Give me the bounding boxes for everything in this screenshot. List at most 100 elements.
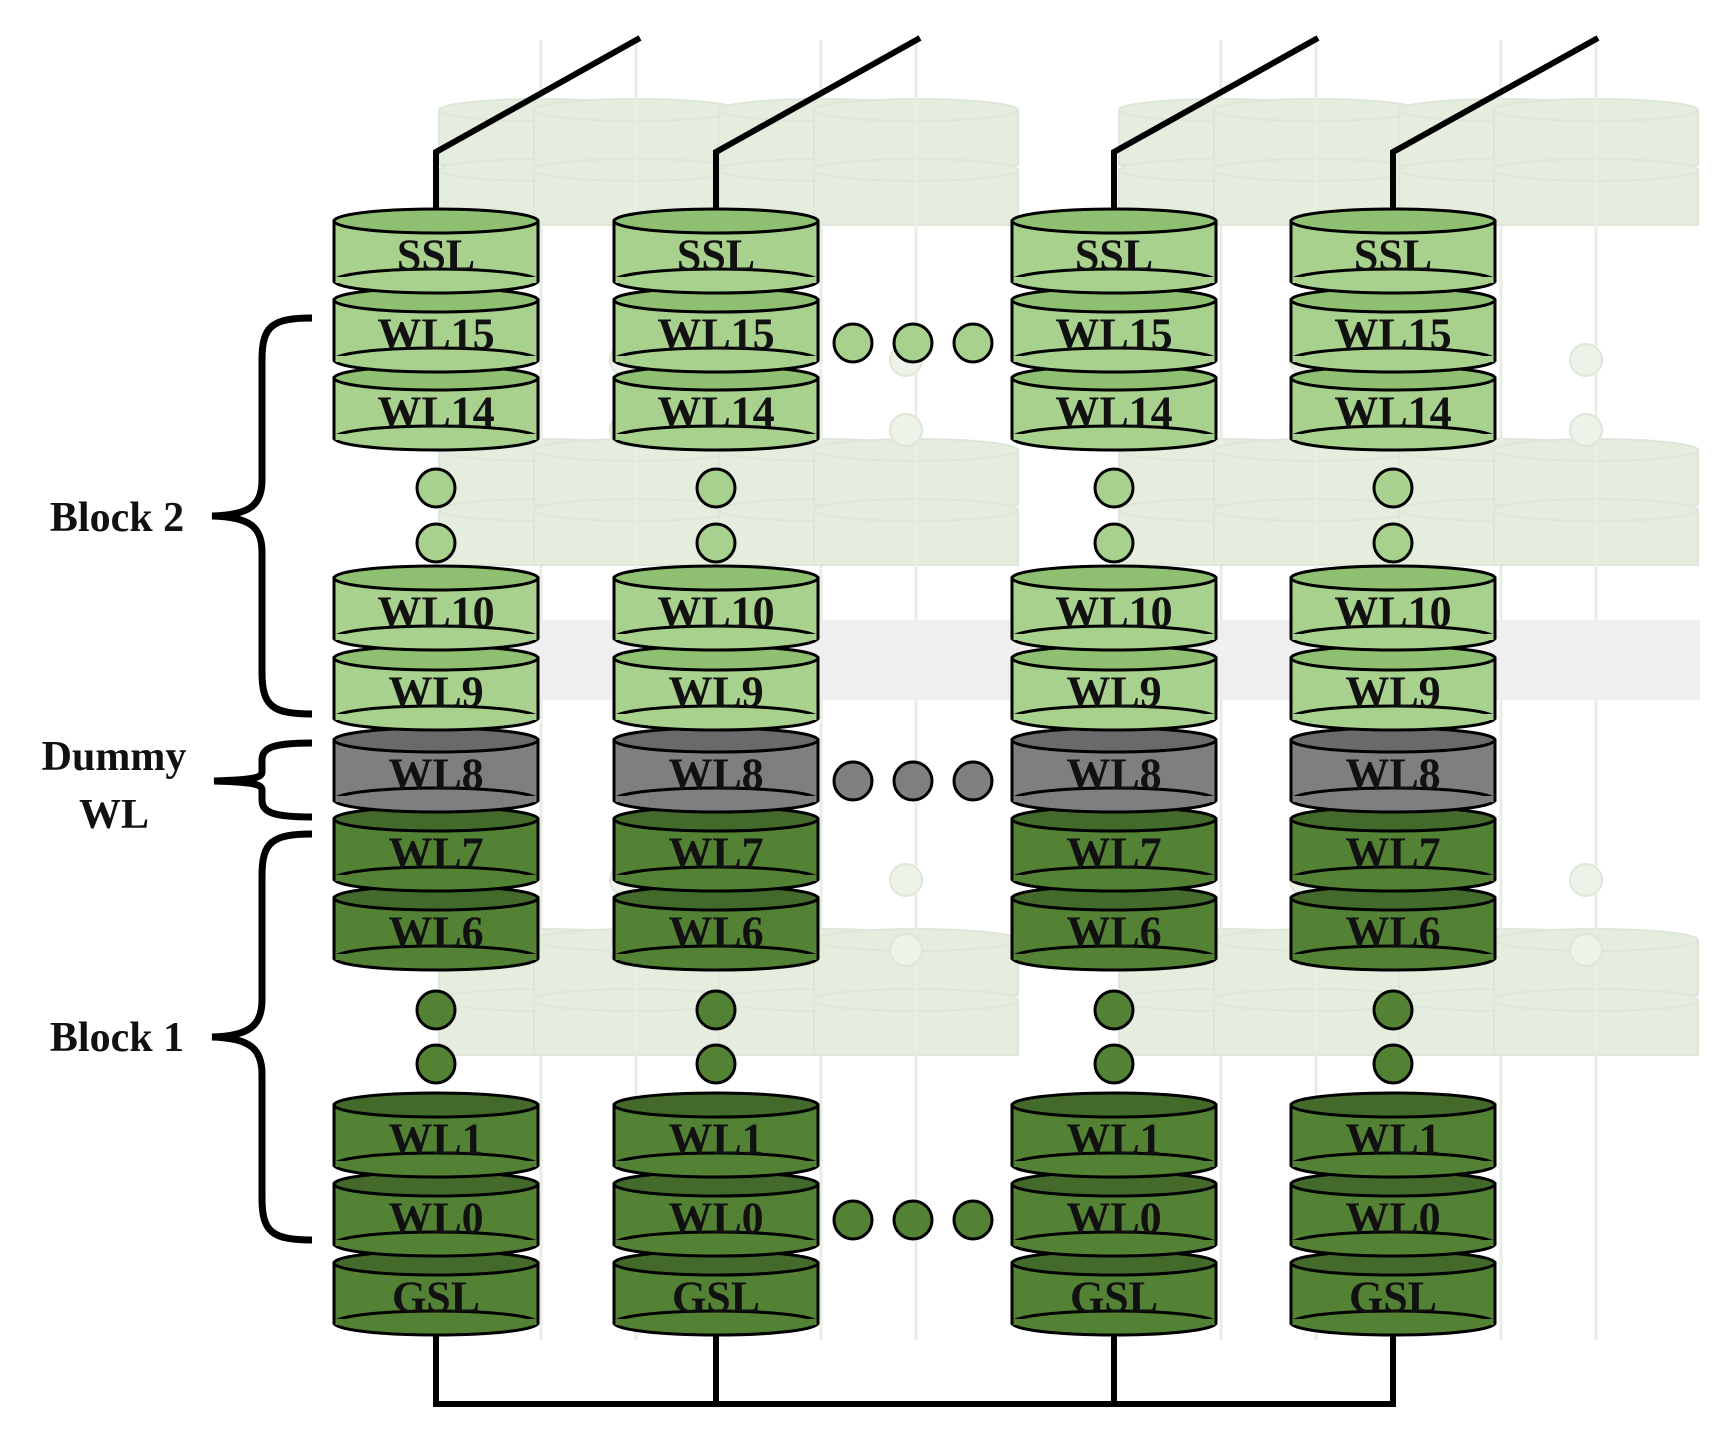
cell-wl14: WL14 (612, 364, 820, 452)
cell-label-wl15: WL15 (657, 310, 774, 359)
ghost-dot (889, 933, 923, 967)
cell-wl7: WL7 (1289, 805, 1497, 893)
vertical-ellipsis-dot (1372, 467, 1414, 509)
cell-label-wl8: WL8 (388, 750, 483, 799)
cell-wl8: WL8 (1289, 726, 1497, 814)
ghost-dot (889, 863, 923, 897)
cell-wl10: WL10 (1289, 564, 1497, 652)
ghost-disk (438, 98, 644, 166)
vertical-ellipsis-dot (1372, 522, 1414, 564)
cell-label-wl15: WL15 (1055, 310, 1172, 359)
cell-label-wl10: WL10 (377, 588, 494, 637)
background-string-array (438, 40, 1700, 1340)
cell-label-wl7: WL7 (388, 829, 483, 878)
cell-label-ssl: SSL (1354, 231, 1432, 280)
cell-label-wl7: WL7 (668, 829, 763, 878)
cell-wl1: WL1 (332, 1091, 540, 1179)
cell-wl7: WL7 (612, 805, 820, 893)
cell-wl6: WL6 (612, 884, 820, 972)
ghost-disk (1493, 438, 1699, 506)
vertical-ellipsis-dot (1093, 1043, 1135, 1085)
dummy-brace-group: Dummy WL (42, 734, 313, 838)
cell-wl1: WL1 (612, 1091, 820, 1179)
ghost-disk (438, 988, 644, 1056)
block1-label: Block 1 (50, 1015, 184, 1061)
cell-label-wl0: WL0 (1066, 1194, 1161, 1243)
ghost-disk (438, 438, 644, 506)
cell-label-wl14: WL14 (377, 388, 494, 437)
vertical-ellipsis-dot (695, 989, 737, 1031)
cell-label-wl8: WL8 (1066, 750, 1161, 799)
ghost-disk (813, 928, 1019, 996)
cell-label-wl9: WL9 (1066, 668, 1161, 717)
cell-wl0: WL0 (1289, 1170, 1497, 1258)
vertical-ellipsis-dot (1093, 989, 1135, 1031)
cell-label-wl8: WL8 (668, 750, 763, 799)
cell-label-wl1: WL1 (1066, 1115, 1161, 1164)
horizontal-ellipsis-dot (832, 322, 874, 364)
cell-wl10: WL10 (612, 564, 820, 652)
ghost-disk (1493, 98, 1699, 166)
cell-label-wl10: WL10 (1055, 588, 1172, 637)
cell-label-wl10: WL10 (657, 588, 774, 637)
cell-label-ssl: SSL (397, 231, 475, 280)
cell-label-wl1: WL1 (1345, 1115, 1440, 1164)
cell-label-wl6: WL6 (1066, 908, 1161, 957)
cell-wl14: WL14 (1289, 364, 1497, 452)
horizontal-ellipsis-dot (832, 1199, 874, 1241)
cell-wl0: WL0 (332, 1170, 540, 1258)
cell-wl0: WL0 (612, 1170, 820, 1258)
horizontal-ellipsis-dot (832, 760, 874, 802)
cell-gsl: GSL (612, 1249, 820, 1337)
cell-label-wl6: WL6 (388, 908, 483, 957)
cell-wl15: WL15 (1010, 286, 1218, 374)
ghost-disk (1213, 98, 1419, 166)
cell-label-wl0: WL0 (388, 1194, 483, 1243)
bitline (713, 35, 922, 221)
ghost-dot (889, 413, 923, 447)
cell-label-wl7: WL7 (1066, 829, 1161, 878)
cell-label-gsl: GSL (392, 1273, 480, 1322)
ghost-disk (1398, 158, 1604, 226)
ghost-disk (533, 98, 739, 166)
cell-label-wl10: WL10 (1334, 588, 1451, 637)
cell-wl10: WL10 (332, 564, 540, 652)
cell-wl1: WL1 (1289, 1091, 1497, 1179)
vertical-ellipsis-dot (1093, 522, 1135, 564)
cell-label-wl1: WL1 (668, 1115, 763, 1164)
cell-wl14: WL14 (332, 364, 540, 452)
cell-label-wl1: WL1 (388, 1115, 483, 1164)
vertical-ellipsis-dot (695, 1043, 737, 1085)
ghost-disk (438, 498, 644, 566)
ellipsis-dots (415, 322, 1414, 1241)
dummy-label-line2: WL (79, 792, 149, 838)
ghost-disk (813, 98, 1019, 166)
block1-brace-group: Block 1 (50, 830, 313, 1244)
ghost-disk (718, 498, 924, 566)
cell-wl7: WL7 (1010, 805, 1218, 893)
ghost-disk (813, 988, 1019, 1056)
bitline (1390, 35, 1600, 221)
cell-gsl: GSL (1010, 1249, 1218, 1337)
cell-ssl: SSL (332, 207, 540, 295)
cell-label-wl15: WL15 (377, 310, 494, 359)
cell-wl6: WL6 (1289, 884, 1497, 972)
vertical-ellipsis-dot (1372, 1043, 1414, 1085)
cell-ssl: SSL (612, 207, 820, 295)
ghost-disk (718, 988, 924, 1056)
vertical-ellipsis-dot (415, 989, 457, 1031)
ghost-disk (718, 98, 924, 166)
cell-label-wl0: WL0 (668, 1194, 763, 1243)
vertical-ellipsis-dot (1372, 989, 1414, 1031)
horizontal-ellipsis-dot (952, 1199, 994, 1241)
string-array: GSL WL0 WL1 WL6 WL7 WL8 WL9 WL10 WL14 WL15 SSL GSL W… (332, 207, 1497, 1337)
block2-label: Block 2 (50, 495, 184, 541)
cell-label-wl9: WL9 (1345, 668, 1440, 717)
cell-label-wl6: WL6 (1345, 908, 1440, 957)
ghost-disk (1118, 988, 1324, 1056)
cell-label-wl8: WL8 (1345, 750, 1440, 799)
cell-wl9: WL9 (332, 644, 540, 732)
horizontal-ellipsis-dot (892, 760, 934, 802)
vertical-ellipsis-dot (415, 467, 457, 509)
